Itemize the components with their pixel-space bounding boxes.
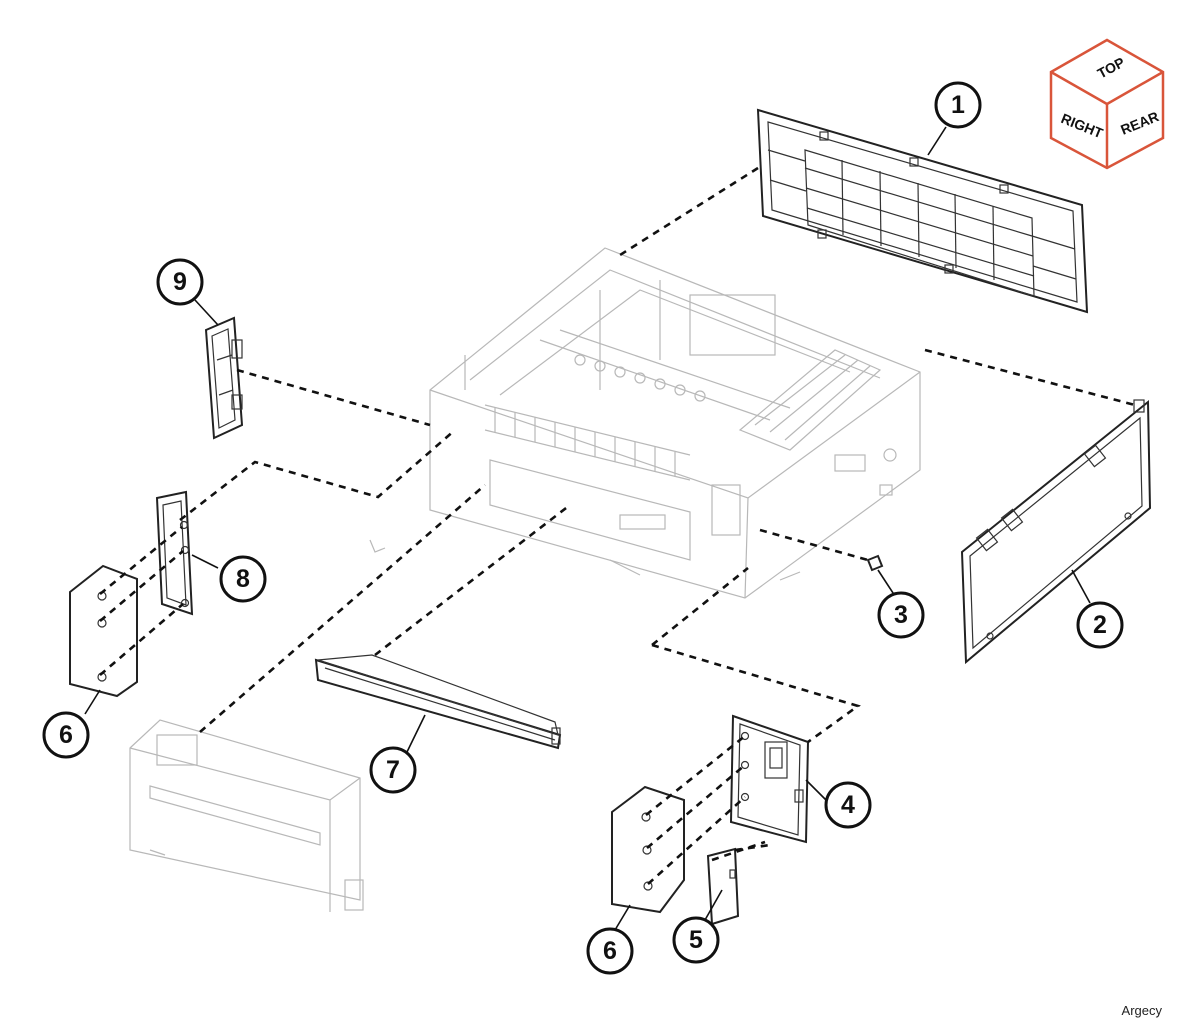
- watermark: Argecy: [1121, 1003, 1162, 1018]
- svg-text:3: 3: [894, 601, 908, 629]
- callout-9: 9: [156, 258, 204, 306]
- svg-text:2: 2: [1093, 611, 1107, 639]
- part-5-plate: [706, 847, 740, 926]
- svg-text:1: 1: [951, 91, 965, 119]
- part-3-clip: [866, 554, 884, 572]
- svg-text:5: 5: [689, 926, 703, 954]
- svg-text:4: 4: [841, 791, 855, 819]
- callout-5: 5: [672, 916, 720, 964]
- part-7-rail: [314, 654, 562, 750]
- part-9-latch: [204, 316, 244, 440]
- svg-text:6: 6: [603, 937, 617, 965]
- part-8-bracket: [155, 490, 194, 616]
- svg-text:6: 6: [59, 721, 73, 749]
- callout-4: 4: [824, 781, 872, 829]
- dashed-leaders: [99, 166, 1136, 885]
- part-1-rear-cover: [756, 108, 1089, 314]
- callout-3: 3: [877, 591, 925, 639]
- callout-2: 2: [1076, 601, 1124, 649]
- orientation-cube: TOP RIGHT REAR: [1049, 38, 1165, 170]
- svg-text:8: 8: [236, 565, 250, 593]
- part-4-bracket: [729, 714, 810, 844]
- tray-assembly-body: [369, 247, 921, 599]
- svg-text:7: 7: [386, 756, 400, 784]
- callout-7: 7: [369, 746, 417, 794]
- callout-1: 1: [934, 81, 982, 129]
- callout-6-left: 6: [42, 711, 90, 759]
- part-6-screw-kit-left: [69, 564, 138, 698]
- callout-8: 8: [219, 555, 267, 603]
- svg-text:9: 9: [173, 268, 187, 296]
- callout-leaders: [84, 126, 1091, 931]
- roller-comb: [484, 404, 691, 481]
- part-6-screw-kit-bottom: [611, 785, 685, 914]
- lower-front-cover: [129, 719, 364, 912]
- callout-6-bottom: 6: [586, 927, 634, 975]
- part-2-side-cover: [960, 399, 1152, 665]
